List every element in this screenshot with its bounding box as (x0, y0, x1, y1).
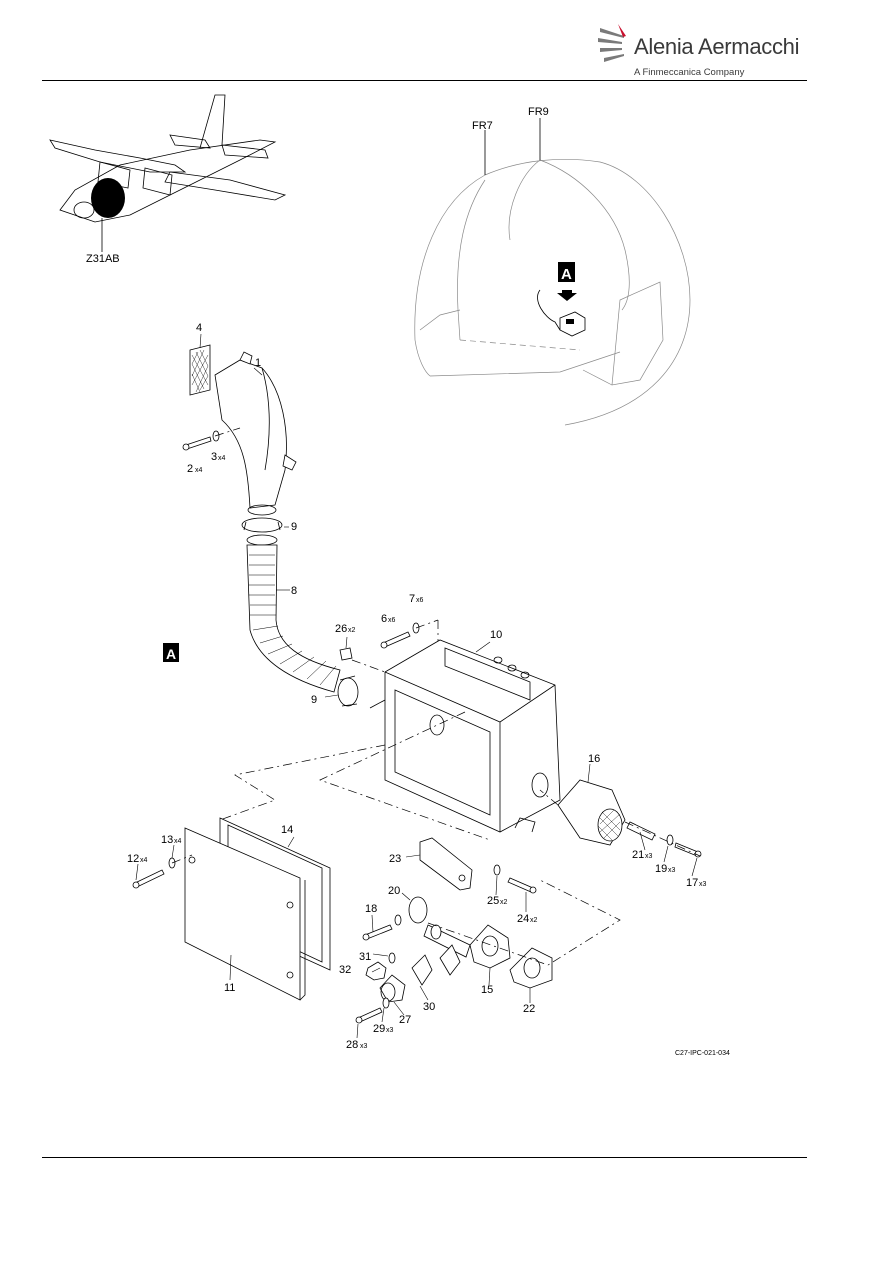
figure-code: C27-IPC-021-034 (675, 1050, 730, 1057)
company-logo: Alenia Aermacchi A Finmeccanica Company (596, 22, 806, 82)
view-a-label-detail: A (166, 646, 176, 662)
part-9-clamp-upper (241, 517, 283, 546)
callout-29: 29 (373, 1023, 385, 1035)
callout-29-qty: x3 (386, 1027, 394, 1034)
callout-26: 26 (335, 623, 347, 635)
callout-32: 32 (339, 964, 351, 976)
brand-subtitle: A Finmeccanica Company (634, 67, 745, 78)
zone-label: Z31AB (86, 253, 120, 265)
callout-18: 18 (365, 903, 377, 915)
callout-6: 6 (381, 613, 387, 625)
part-31-32-nut (365, 952, 396, 981)
frame-label-fr9: FR9 (528, 106, 549, 118)
header-rule (42, 80, 807, 81)
callout-8: 8 (291, 585, 297, 597)
callout-9-upper: 9 (291, 521, 297, 533)
callout-14: 14 (281, 824, 293, 836)
callout-23: 23 (389, 853, 401, 865)
callout-25: 25 (487, 895, 499, 907)
callout-11: 11 (224, 982, 235, 994)
view-a-label: A (561, 266, 572, 283)
part-4-screen (189, 344, 211, 396)
fuselage-section: FR7 FR9 A (414, 106, 691, 426)
callout-27: 27 (399, 1014, 411, 1026)
callout-19: 19 (655, 863, 667, 875)
callout-13: 13 (161, 834, 173, 846)
callout-30: 30 (423, 1001, 435, 1013)
callout-21-qty: x3 (645, 853, 653, 860)
part-15-flange (469, 924, 511, 969)
callout-13-qty: x4 (174, 838, 182, 845)
fastener-18 (362, 914, 402, 941)
callout-17-qty: x3 (699, 881, 707, 888)
part-11-panel (184, 827, 306, 1001)
callout-24-qty: x2 (530, 917, 538, 924)
callout-7-qty: x6 (416, 597, 424, 604)
callout-21: 21 (632, 849, 644, 861)
fastener-26 (339, 647, 386, 673)
callout-16: 16 (588, 753, 600, 765)
callout-6-qty: x6 (388, 617, 396, 624)
leader-lines (135, 333, 698, 1039)
aircraft-locator: Z31AB (49, 94, 287, 265)
part-10-box (369, 639, 561, 833)
frame-label-fr7: FR7 (472, 120, 493, 132)
zone-highlight (91, 178, 125, 218)
callout-28: 28 (346, 1039, 358, 1051)
callout-24: 24 (517, 913, 529, 925)
logo-swoosh-icon (598, 24, 626, 62)
callout-19-qty: x3 (668, 867, 676, 874)
callout-1: 1 (255, 357, 261, 369)
callout-7: 7 (409, 593, 415, 605)
fastener-6-7 (380, 619, 439, 680)
part-30-bracket (411, 944, 461, 986)
part-22-flange (509, 947, 553, 989)
part-16-cap (557, 779, 626, 846)
callout-22: 22 (523, 1003, 535, 1015)
callout-3-qty: x4 (218, 455, 226, 462)
callout-2-qty: x4 (195, 467, 203, 474)
callout-3: 3 (211, 451, 217, 463)
part-20-gasket (408, 896, 428, 924)
callout-25-qty: x2 (500, 899, 508, 906)
callout-15: 15 (481, 984, 493, 996)
callout-20: 20 (388, 885, 400, 897)
part-8-hose (246, 544, 341, 693)
callout-12: 12 (127, 853, 139, 865)
view-arrow-icon (557, 290, 577, 301)
callout-26-qty: x2 (348, 627, 356, 634)
fastener-2-3 (182, 427, 241, 451)
part-pipe (423, 924, 471, 958)
callout-12-qty: x4 (140, 857, 148, 864)
assembly-lines (219, 711, 701, 966)
footer-rule (42, 1157, 807, 1158)
part-23-bracket (419, 837, 473, 891)
callout-9-lower: 9 (311, 694, 317, 706)
fastener-24-25 (493, 864, 537, 894)
callout-28-qty: x3 (360, 1043, 368, 1050)
part-1-elbow (214, 351, 297, 516)
brand-name: Alenia Aermacchi (634, 34, 800, 59)
callout-10: 10 (490, 629, 502, 641)
callout-4: 4 (196, 322, 202, 334)
part-9-clamp-lower (337, 675, 359, 707)
callout-17: 17 (686, 877, 698, 889)
fastener-28-29 (355, 997, 390, 1024)
callout-31: 31 (359, 951, 371, 963)
callout-2: 2 (187, 463, 193, 475)
part-27-cap (379, 974, 406, 1003)
